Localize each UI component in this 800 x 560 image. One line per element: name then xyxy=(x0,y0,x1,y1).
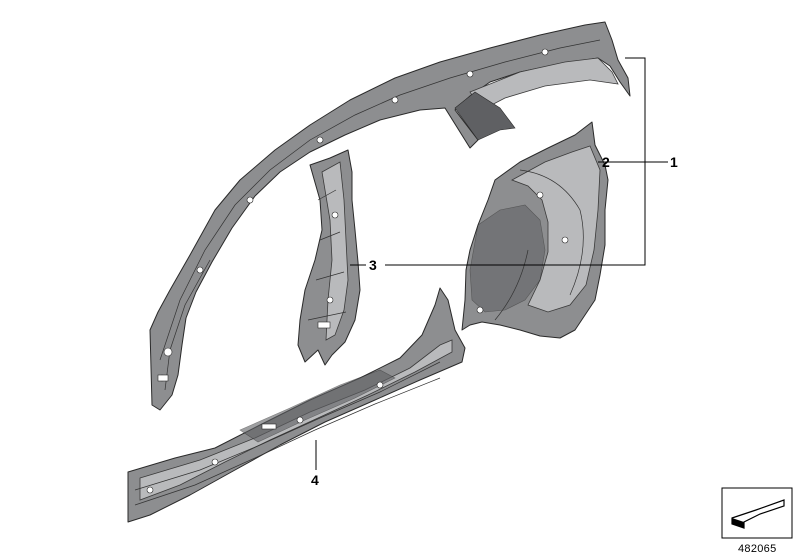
wheel-arch-part xyxy=(461,121,609,339)
leader-lines xyxy=(315,57,668,470)
b-pillar-part xyxy=(297,149,361,366)
document-number: 482065 xyxy=(738,543,777,555)
callout-1: 1 xyxy=(670,154,678,170)
side-sill-part xyxy=(127,287,466,523)
roof-rail-part xyxy=(149,21,631,411)
callout-4: 4 xyxy=(311,472,319,488)
callout-3: 3 xyxy=(369,257,377,273)
callout-2: 2 xyxy=(602,154,610,170)
orientation-icon xyxy=(721,487,793,539)
